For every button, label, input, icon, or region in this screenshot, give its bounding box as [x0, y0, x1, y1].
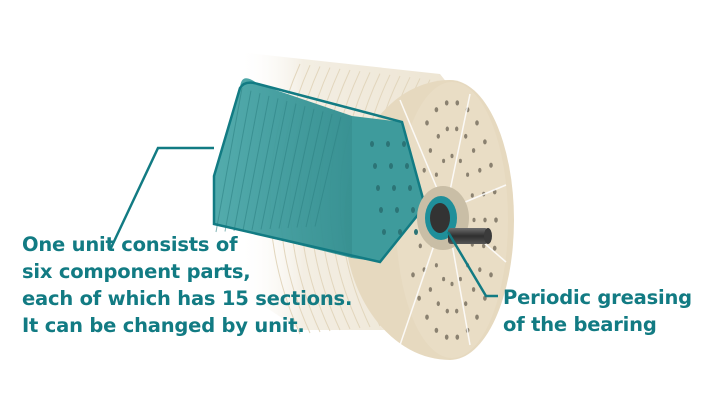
- unit-callout-line-1: One unit consists of: [22, 233, 238, 256]
- bearing-leader-line: [446, 231, 498, 298]
- unit-callout-line-2: six component parts,: [22, 260, 251, 283]
- highlighted-unit: [212, 78, 427, 264]
- unit-callout-line-3: each of which has 15 sections.: [22, 287, 353, 310]
- shaft-icon: [448, 228, 492, 244]
- bearing-callout: Periodic greasing of the bearing: [503, 284, 692, 338]
- unit-leader-line: [108, 146, 214, 251]
- bearing-callout-line-1: Periodic greasing: [503, 286, 692, 309]
- bearing-callout-line-2: of the bearing: [503, 313, 657, 336]
- unit-callout: One unit consists of six component parts…: [22, 231, 352, 339]
- unit-callout-line-4: It can be changed by unit.: [22, 314, 305, 337]
